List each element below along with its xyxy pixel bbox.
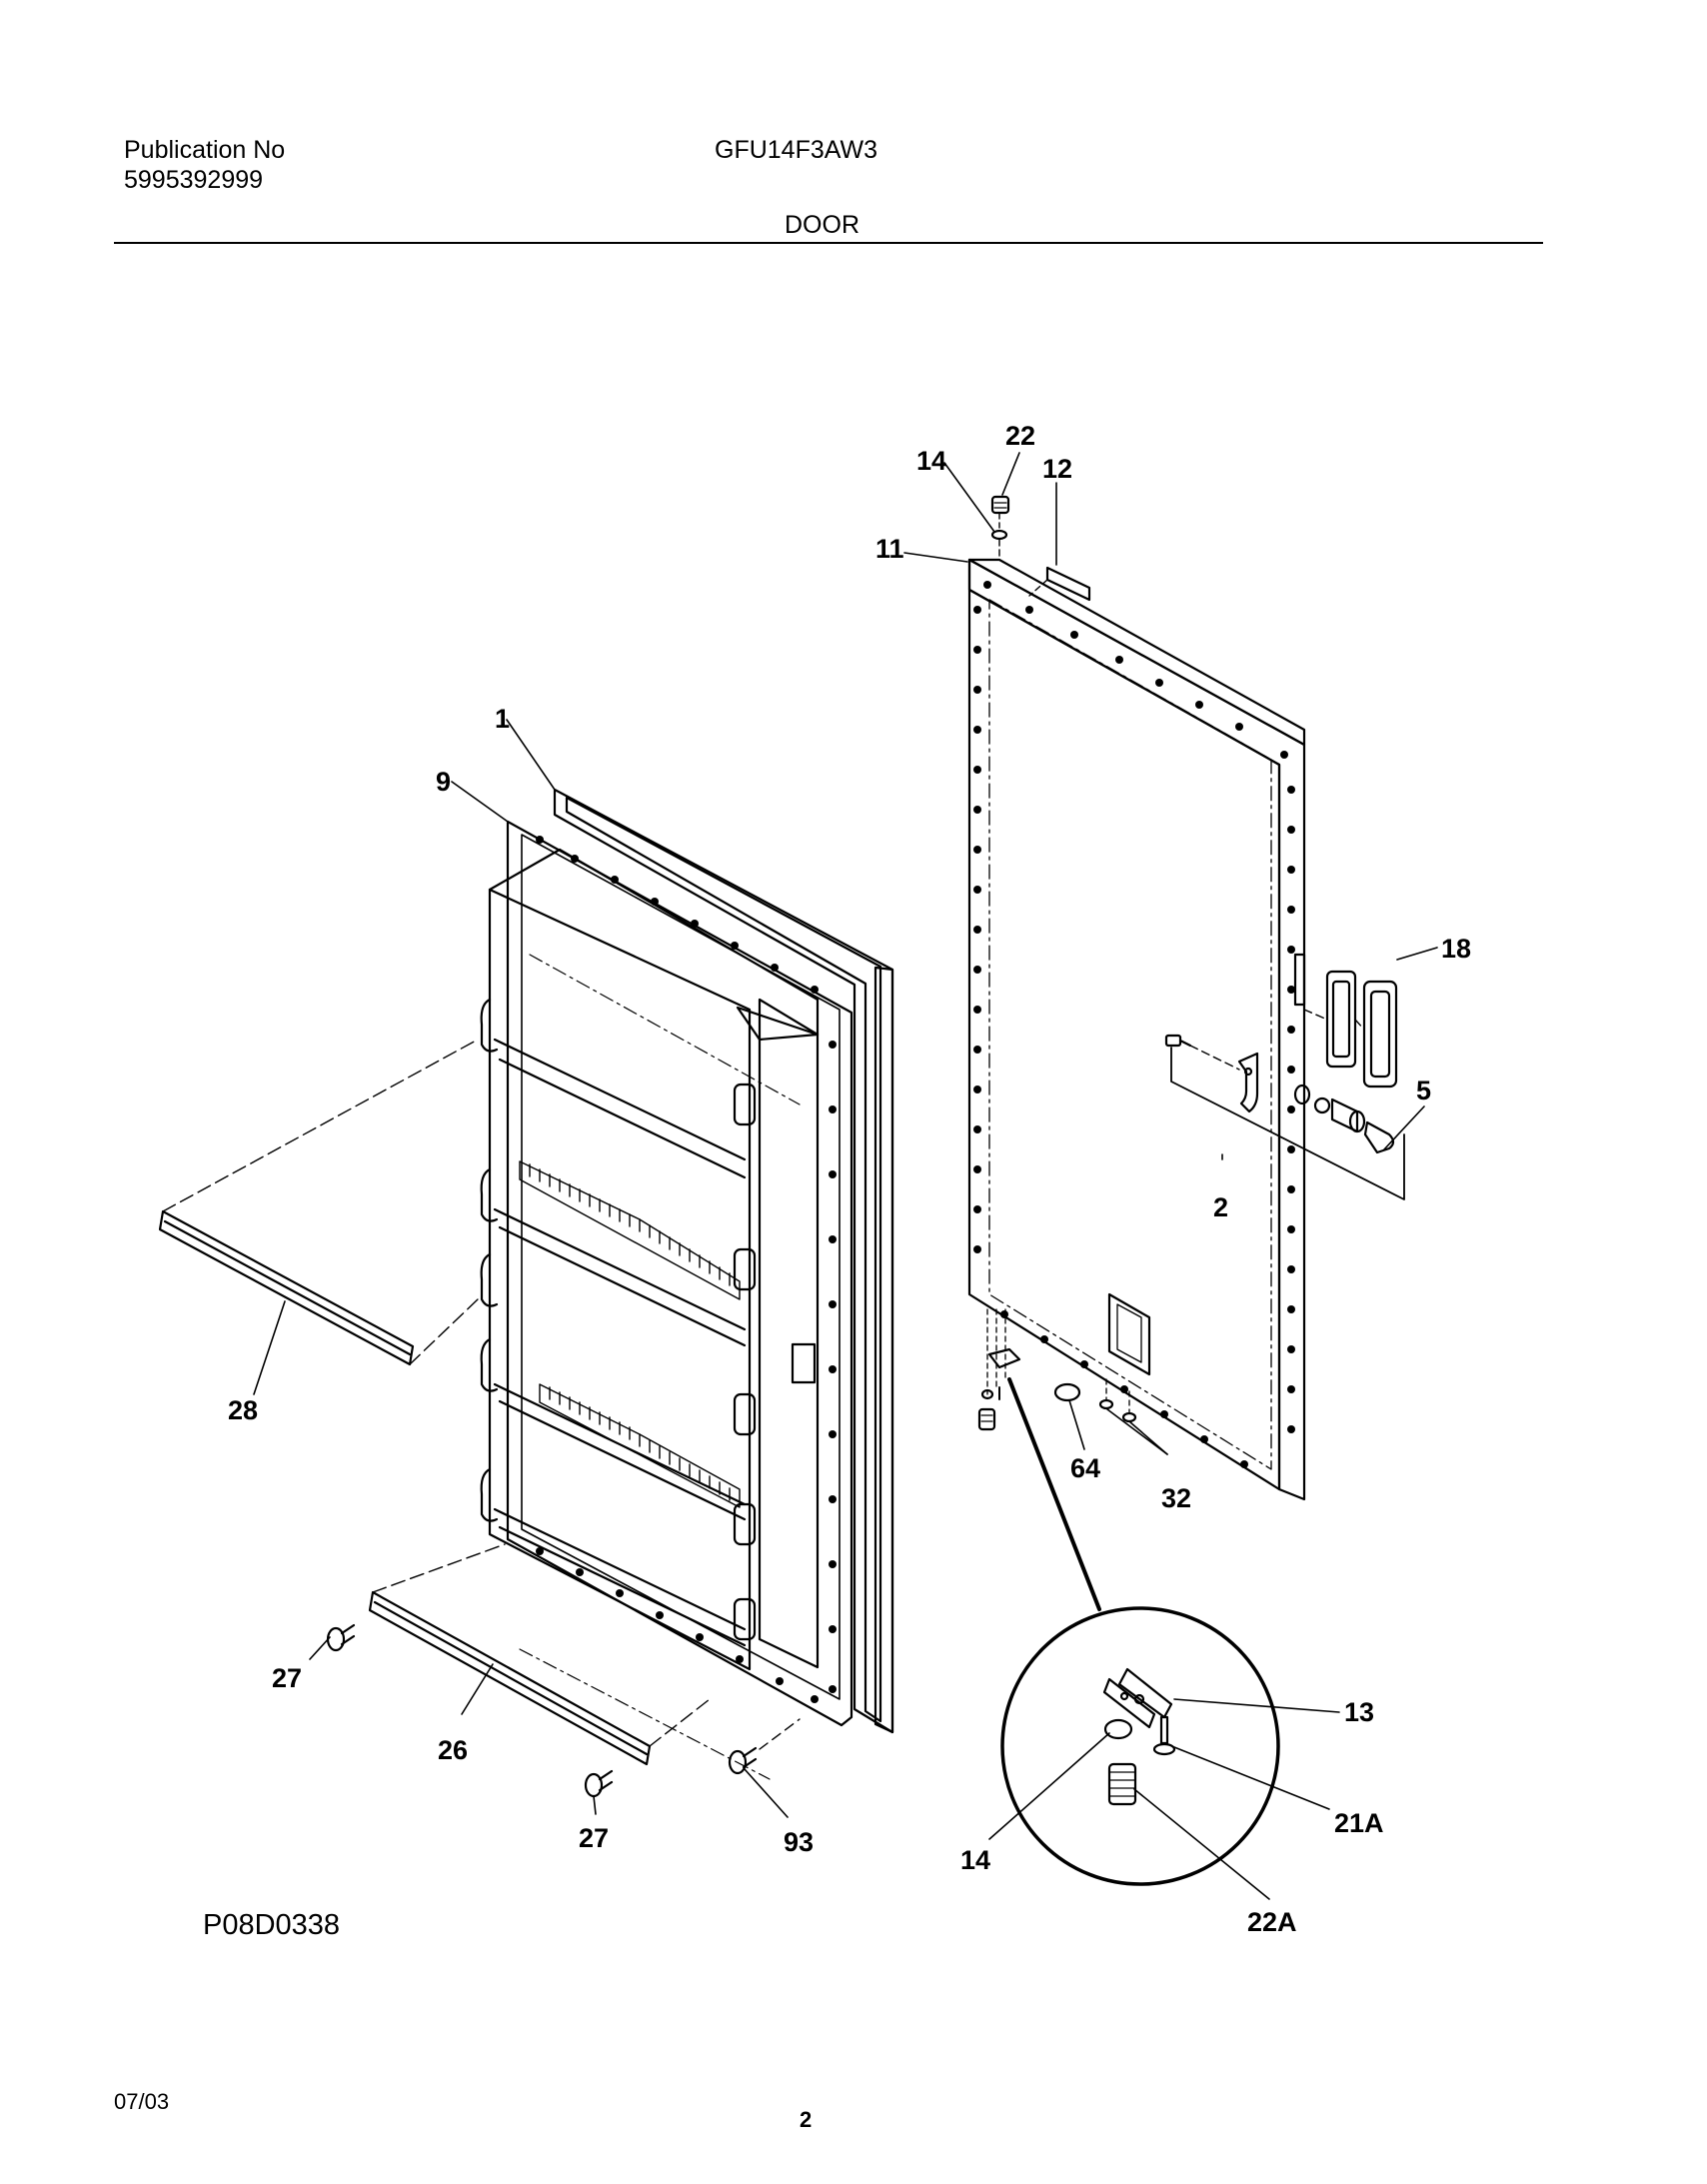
shelf-supports-left — [480, 998, 499, 1522]
callout-leaders — [253, 452, 1438, 1900]
callout-22a: 22A — [1247, 1907, 1297, 1937]
lock-cylinder-5 — [1293, 1084, 1395, 1154]
diagram-code: P08D0338 — [203, 1909, 341, 1941]
callout-11: 11 — [875, 534, 904, 564]
page-number: 2 — [800, 2107, 813, 2132]
callout-18: 18 — [1441, 934, 1471, 964]
door-gasket-1 — [553, 788, 894, 1734]
shelf-bar-26 — [368, 1590, 652, 1766]
washer-32b — [1121, 1411, 1137, 1423]
panel-flange-holes — [973, 581, 1295, 1468]
lock-assembly-bracket-line — [1170, 1047, 1405, 1200]
door-liner-9 — [480, 820, 854, 1780]
callout-2: 2 — [1213, 1192, 1228, 1222]
door-panel-11 — [967, 558, 1306, 1501]
plug-64 — [1053, 1382, 1081, 1402]
shelf-ledges — [493, 1038, 747, 1647]
shelf-bar-28-leader — [162, 1039, 479, 1365]
callout-14-top: 14 — [916, 446, 946, 476]
lock-screw — [1164, 1034, 1192, 1048]
push-pin-27-lower — [584, 1769, 614, 1798]
washer-14-top — [990, 529, 1008, 541]
detail-bushing-22a — [1107, 1762, 1137, 1806]
callout-93: 93 — [784, 1827, 814, 1857]
bottom-hinge-hardware — [977, 1308, 1137, 1431]
callout-64: 64 — [1070, 1453, 1100, 1483]
hinge-bushing-22 — [990, 495, 1010, 515]
model-number: GFU14F3AW3 — [715, 136, 878, 164]
publication-number: 5995392999 — [124, 166, 264, 194]
detail-circle — [1000, 1606, 1280, 1886]
callout-21a: 21A — [1334, 1808, 1384, 1838]
callout-1: 1 — [495, 704, 510, 734]
callout-5: 5 — [1416, 1076, 1431, 1105]
detail-leader — [1007, 1377, 1101, 1611]
lock-bracket — [1237, 1052, 1259, 1113]
detail-screw-21a — [1152, 1715, 1176, 1756]
header-rule — [114, 242, 1543, 244]
callout-9: 9 — [436, 767, 451, 797]
callout-28: 28 — [228, 1395, 258, 1425]
handle-cutout — [1293, 953, 1306, 1007]
callout-12: 12 — [1042, 454, 1072, 484]
label-12 — [1045, 566, 1091, 602]
liner-flange-holes — [536, 836, 837, 1703]
footer-date: 07/03 — [114, 2089, 170, 2114]
section-title: DOOR — [785, 211, 859, 239]
callout-22: 22 — [1005, 421, 1035, 451]
callout-13: 13 — [1344, 1697, 1374, 1727]
shelf-supports-right — [733, 1083, 817, 1641]
callout-labels: 1 9 28 27 26 27 93 22 14 12 11 18 5 2 64… — [228, 421, 1471, 1937]
callout-27-lower: 27 — [579, 1823, 609, 1853]
ribbed-shelf-upper — [519, 1160, 741, 1300]
handle-18 — [1325, 970, 1398, 1089]
publication-label: Publication No — [124, 136, 286, 164]
ribbed-shelf-lower — [539, 1383, 741, 1508]
push-pin-27-upper — [326, 1623, 356, 1652]
shelf-bar-26-leader — [372, 1543, 711, 1747]
hinge-cutout — [1107, 1292, 1151, 1376]
callout-27-upper: 27 — [272, 1663, 302, 1693]
push-pin-93 — [728, 1746, 758, 1775]
callout-32: 32 — [1161, 1483, 1191, 1513]
detail-washer-14 — [1103, 1718, 1133, 1740]
shelf-bar-28 — [158, 1209, 415, 1366]
washer-32a — [1098, 1398, 1114, 1410]
callout-14-detail: 14 — [960, 1845, 990, 1875]
callout-26: 26 — [438, 1735, 468, 1765]
